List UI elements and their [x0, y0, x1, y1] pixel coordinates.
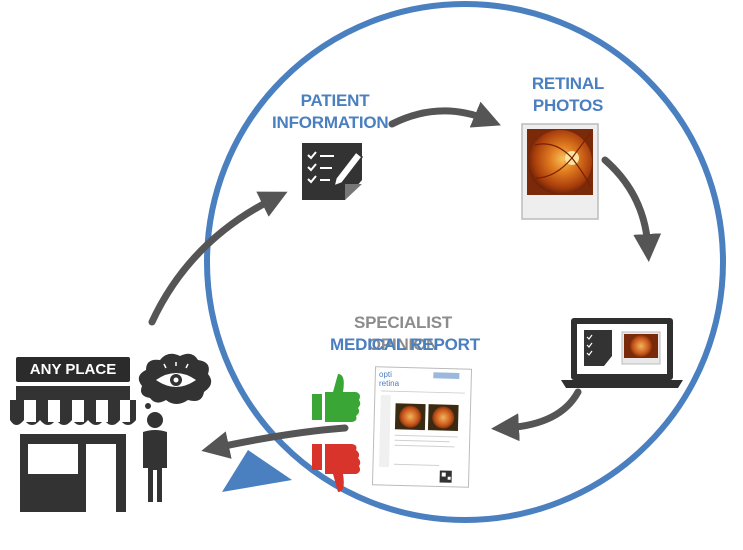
patient-information-label-line2: INFORMATION [272, 113, 389, 132]
laptop-icon [561, 318, 683, 388]
retinal-photos-label-line1: RETINAL [531, 74, 605, 93]
cycle-circle [204, 1, 726, 523]
arrow-place-to-patient [148, 191, 288, 326]
thumbs-down-icon [312, 444, 361, 492]
medical-report-label: MEDICAL REPORT [330, 335, 480, 354]
arrow-patient-to-photos [388, 101, 501, 128]
patient-information-label-line1: PATIENT [300, 91, 370, 110]
retinal-photos-label-line2: PHOTOS [532, 96, 604, 115]
any-place-sign: ANY PLACE [16, 357, 130, 382]
arrow-report-to-place [201, 424, 349, 459]
retina-photo-icon [521, 123, 599, 220]
person-icon [143, 412, 167, 502]
arrow-photos-to-laptop [601, 156, 662, 262]
arrow-laptop-to-report [491, 388, 582, 442]
store-icon [10, 386, 136, 512]
checklist-pencil-icon [302, 143, 364, 200]
circle-pointer [222, 450, 292, 492]
specialist-opinion-label: SPECIALIST OPINION [353, 313, 453, 354]
medical-report-document: opti retina [371, 366, 473, 488]
report-logo-line2: retina [379, 379, 400, 388]
report-logo-line1: opti [379, 370, 392, 379]
eye-thought-icon [138, 353, 212, 409]
thumbs-up-icon [312, 374, 361, 422]
